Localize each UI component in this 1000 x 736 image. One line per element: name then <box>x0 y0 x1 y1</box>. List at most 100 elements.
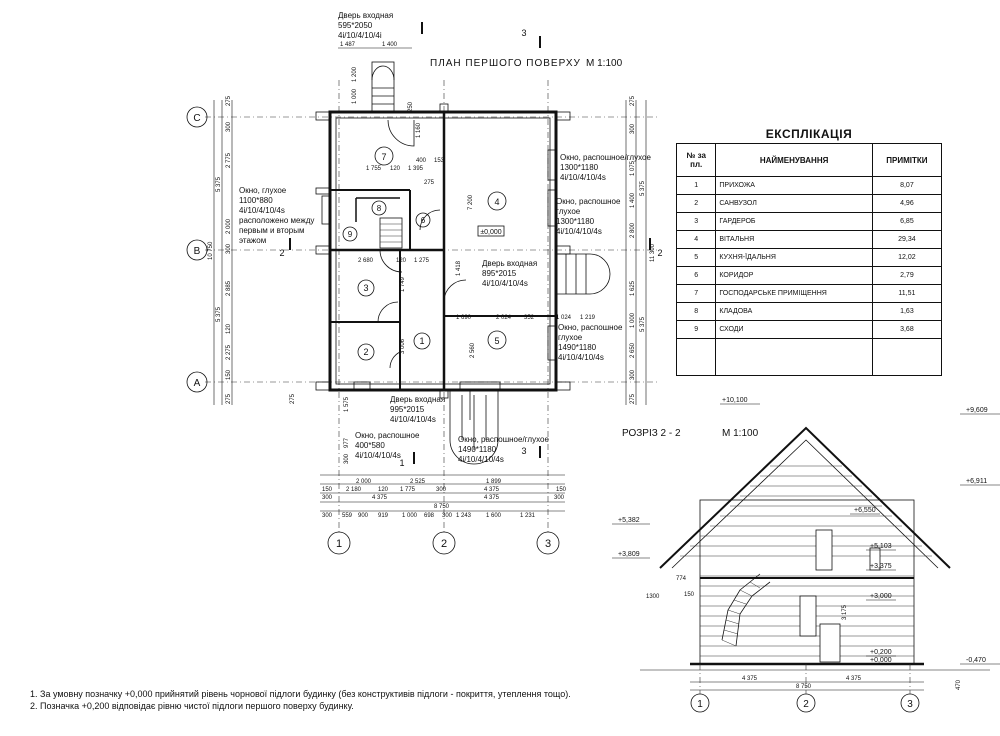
svg-text:2 800: 2 800 <box>630 222 636 238</box>
svg-text:Дверь входная: Дверь входная <box>338 11 393 20</box>
svg-text:1 418: 1 418 <box>456 260 462 276</box>
svg-text:275: 275 <box>424 180 435 186</box>
svg-text:Окно, глухое: Окно, глухое <box>239 186 287 195</box>
window-b1-note: Окно, распошное 400*580 4i/10/4/10/4s <box>355 431 420 460</box>
svg-text:5: 5 <box>494 336 499 346</box>
svg-text:4i/10/4/10/4s: 4i/10/4/10/4s <box>355 451 401 460</box>
svg-text:7: 7 <box>381 152 386 162</box>
svg-text:5 375: 5 375 <box>216 176 222 192</box>
svg-text:5 375: 5 375 <box>216 306 222 322</box>
svg-text:1 200: 1 200 <box>352 66 358 82</box>
svg-text:1: 1 <box>399 458 404 468</box>
svg-text:698: 698 <box>424 513 435 519</box>
svg-text:4i/10/4/10/4s: 4i/10/4/10/4s <box>390 415 436 424</box>
door-swings <box>377 119 471 420</box>
svg-text:1490*1180: 1490*1180 <box>558 343 597 352</box>
svg-text:8 750: 8 750 <box>434 504 450 510</box>
svg-text:Дверь входная: Дверь входная <box>482 259 537 268</box>
svg-text:1 755: 1 755 <box>366 166 382 172</box>
interior-walls <box>330 112 556 390</box>
svg-text:2 885: 2 885 <box>226 280 232 296</box>
svg-text:3: 3 <box>521 446 526 456</box>
svg-text:2 180: 2 180 <box>346 487 362 493</box>
section-drawing <box>640 426 990 671</box>
section-title: РОЗРІЗ 2 - 2 <box>622 428 681 439</box>
door-top-note: Дверь входная 595*2050 4i/10/4/10/4i <box>338 11 393 40</box>
svg-text:4 375: 4 375 <box>846 676 862 682</box>
svg-text:1 395: 1 395 <box>408 166 424 172</box>
svg-text:300: 300 <box>630 369 636 380</box>
window-marks <box>321 149 557 391</box>
svg-text:7 200: 7 200 <box>468 194 474 210</box>
svg-text:1 487: 1 487 <box>340 42 356 48</box>
svg-text:900: 900 <box>358 513 369 519</box>
svg-text:этажом: этажом <box>239 236 266 245</box>
svg-text:+10,100: +10,100 <box>722 397 748 404</box>
svg-text:С: С <box>193 113 200 124</box>
svg-text:1 899: 1 899 <box>486 479 502 485</box>
svg-text:2: 2 <box>803 699 809 710</box>
door-right-note: Дверь входная 895*2015 4i/10/4/10/4s <box>482 259 537 288</box>
svg-text:1: 1 <box>419 336 424 346</box>
table-row-empty <box>675 338 943 376</box>
svg-text:3: 3 <box>907 699 913 710</box>
section-cut-1: 1 <box>399 22 423 468</box>
svg-text:300: 300 <box>436 487 447 493</box>
svg-text:300: 300 <box>554 495 565 501</box>
svg-text:+9,609: +9,609 <box>966 407 988 414</box>
svg-text:2 000: 2 000 <box>356 479 372 485</box>
svg-text:1 600: 1 600 <box>486 513 502 519</box>
svg-text:275: 275 <box>630 393 636 404</box>
svg-text:595*2050: 595*2050 <box>338 21 373 30</box>
stair-hatch <box>379 217 403 249</box>
svg-text:275: 275 <box>226 393 232 404</box>
svg-text:4i/10/4/10/4s: 4i/10/4/10/4s <box>458 455 504 464</box>
svg-text:+6,550: +6,550 <box>854 507 876 514</box>
svg-text:2 680: 2 680 <box>358 258 374 264</box>
svg-text:9: 9 <box>348 230 353 239</box>
svg-text:11 300: 11 300 <box>650 243 656 262</box>
svg-text:8 750: 8 750 <box>796 684 812 690</box>
svg-text:4i/10/4/10/4s: 4i/10/4/10/4s <box>560 173 606 182</box>
dims-bottom: 2 000 2 525 1 899 2 180 120 1 775 300 4 … <box>320 474 567 519</box>
window-left-note: Окно, глухое 1100*880 4i/10/4/10/4s расп… <box>239 186 314 245</box>
svg-text:1 275: 1 275 <box>414 258 430 264</box>
header-notes: ПРИМІТКИ <box>871 143 943 177</box>
plan-title: ПЛАН ПЕРШОГО ПОВЕРХУ <box>430 58 581 69</box>
svg-text:559: 559 <box>342 513 353 519</box>
svg-text:4i/10/4/10/4s: 4i/10/4/10/4s <box>558 353 604 362</box>
svg-text:глухое: глухое <box>558 333 583 342</box>
svg-text:300: 300 <box>442 513 453 519</box>
svg-text:1 160: 1 160 <box>416 122 422 138</box>
svg-text:1: 1 <box>697 699 703 710</box>
svg-text:275: 275 <box>290 393 296 404</box>
svg-text:400: 400 <box>416 158 427 164</box>
svg-text:2: 2 <box>363 347 368 357</box>
svg-text:895*2015: 895*2015 <box>482 269 517 278</box>
svg-text:774: 774 <box>676 576 687 582</box>
svg-text:1 243: 1 243 <box>456 513 472 519</box>
svg-text:1 690: 1 690 <box>456 315 472 321</box>
svg-text:400*580: 400*580 <box>355 441 385 450</box>
svg-text:2 024: 2 024 <box>496 315 512 321</box>
svg-text:4 375: 4 375 <box>742 676 758 682</box>
svg-text:1 075: 1 075 <box>630 160 636 176</box>
axis-bubble-c: С <box>186 106 208 128</box>
svg-text:+5,382: +5,382 <box>618 517 640 524</box>
svg-text:4i/10/4/10/4i: 4i/10/4/10/4i <box>338 31 382 40</box>
svg-text:1 000: 1 000 <box>630 312 636 328</box>
svg-text:+3,375: +3,375 <box>870 563 892 570</box>
svg-text:1300*1180: 1300*1180 <box>556 217 595 226</box>
header-num: № за пл. <box>675 143 717 177</box>
svg-text:4 375: 4 375 <box>484 487 500 493</box>
svg-text:120: 120 <box>390 166 401 172</box>
svg-text:Окно, распошное/глухое: Окно, распошное/глухое <box>560 153 651 162</box>
svg-text:Окно, распошное: Окно, распошное <box>355 431 420 440</box>
